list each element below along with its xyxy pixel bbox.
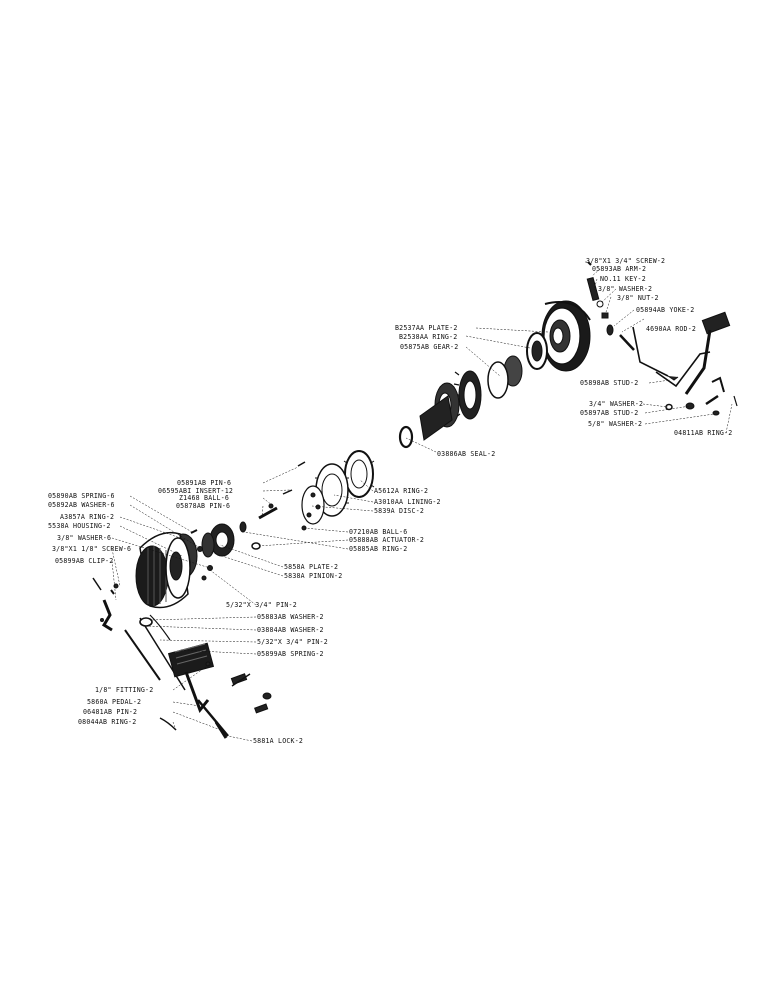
label-lock: 5881A LOCK-2 [253, 737, 304, 745]
label-disc: 5839A DISC-2 [374, 507, 425, 515]
label-arm: 05893AB ARM-2 [592, 265, 647, 273]
gear-right [419, 355, 523, 441]
housing-left [135, 531, 198, 609]
leader-lines [111, 261, 733, 742]
label-stud-05898: 05898AB STUD-2 [580, 379, 639, 387]
label-yoke: 05894AB YOKE-2 [636, 306, 695, 314]
label-gear: 05875AB GEAR-2 [400, 343, 459, 351]
label-spring-05890: 05890AB SPRING-6 [48, 492, 115, 500]
label-plate-5858: 5858A PLATE-2 [284, 563, 339, 571]
label-pin-05891: 05891AB PIN-6 [177, 479, 232, 487]
label-washer-left: 3/8" WASHER-6 [57, 534, 112, 542]
label-screw-left: 3/8"X1 1/8" SCREW-6 [52, 545, 132, 553]
label-rod: 4690AA ROD-2 [646, 325, 697, 333]
seal-right [398, 425, 414, 449]
label-pinion: 5838A PINION-2 [284, 572, 343, 580]
spring-washer-left [190, 529, 213, 581]
label-washer-right: 3/8" WASHER-2 [598, 285, 653, 293]
label-pedal: 5860A PEDAL-2 [87, 698, 142, 706]
label-spring-05899: 05899AB SPRING-2 [257, 650, 324, 658]
label-washer-34: 3/4" WASHER-2 [589, 400, 644, 408]
label-clip: 05899AB CLIP-2 [55, 557, 114, 565]
label-pin-05878: 05878AB PIN-6 [176, 502, 231, 510]
label-key: NO.11 KEY-2 [600, 275, 646, 283]
label-washer-03884: 03884AB WASHER-2 [257, 626, 324, 634]
label-fitting: 1/8" FITTING-2 [95, 686, 154, 694]
label-nut-right: 3/8" NUT-2 [617, 294, 659, 302]
clip-screw-left [92, 577, 119, 632]
label-ring-05885: 05885AB RING-2 [349, 545, 408, 553]
label-ball-z1468: Z1468 BALL-6 [179, 494, 230, 502]
label-washer-58: 5/8" WASHER-2 [588, 420, 643, 428]
pedal-left [124, 614, 272, 739]
label-screw-right: 3/8"X1 3/4" SCREW-2 [586, 257, 666, 265]
label-ring-a3857: A3857A RING-2 [60, 513, 115, 521]
label-ring-b2538: B2538AA RING-2 [399, 333, 458, 341]
label-ring-04811: 04811AB RING-2 [674, 429, 733, 437]
ring-right [526, 332, 548, 370]
label-housing: 5538A HOUSING-2 [48, 522, 111, 530]
label-actuator: 05888AB ACTUATOR-2 [349, 536, 425, 544]
pins-balls [239, 461, 307, 550]
label-pin-06481: 06481AB PIN-2 [83, 708, 138, 716]
label-insert: 06595ABI INSERT-12 [158, 487, 234, 495]
right-linkage [586, 261, 738, 416]
brake-drum-right [541, 300, 591, 372]
label-washer-05883: 05883AB WASHER-2 [257, 613, 324, 621]
actuator-left [301, 485, 325, 525]
label-ring-a5612: A5612A RING-2 [374, 487, 429, 495]
label-pin-532-b: 5/32"X 3/4" PIN-2 [257, 638, 328, 646]
label-washer-05892: 05892AB WASHER-6 [48, 501, 115, 509]
label-plate-b2537: B2537AA PLATE-2 [395, 324, 458, 332]
label-ring-08044: 08044AB RING-2 [78, 718, 137, 726]
label-ball-07210: 07210AB BALL-6 [349, 528, 408, 536]
label-lining: A3010AA LINING-2 [374, 498, 441, 506]
pinion-left [201, 523, 235, 558]
label-stud-05897: 05897AB STUD-2 [580, 409, 639, 417]
label-seal: 03886AB SEAL-2 [437, 450, 496, 458]
label-pin-532-a: 5/32"X 3/4" PIN-2 [226, 601, 297, 609]
